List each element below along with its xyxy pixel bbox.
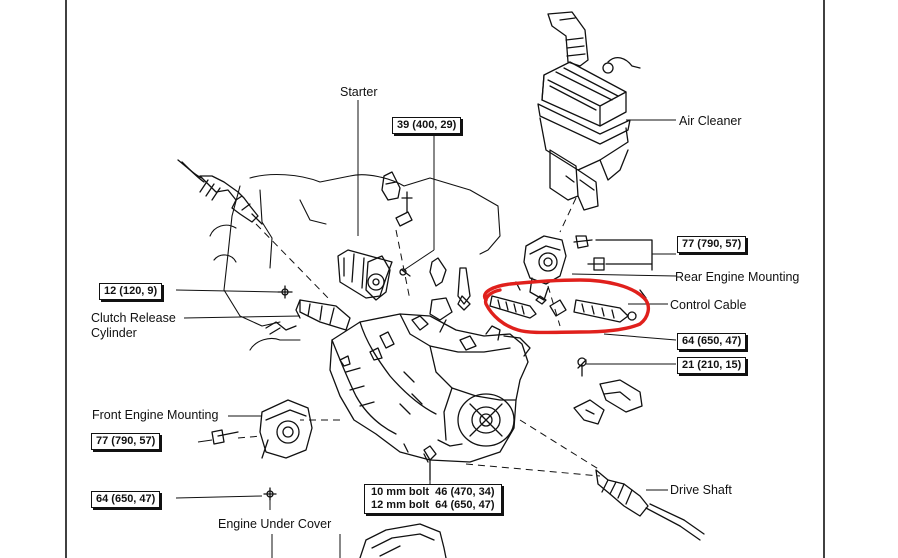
- front-engine-mounting-icon: [259, 399, 313, 459]
- transaxle-case-icon: [329, 297, 531, 463]
- starter-bolts-icon: [395, 191, 471, 311]
- front-mount-lower-torque-spec: 64 (650, 47): [91, 491, 161, 508]
- transaxle-bolt-torque-spec: 10 mm bolt 46 (470, 34) 12 mm bolt 64 (6…: [364, 484, 502, 514]
- control-cable-icon: [489, 281, 647, 323]
- drive-shaft-right-icon: [595, 469, 705, 541]
- clutch-release-label: Clutch Release: [91, 311, 176, 325]
- starter-label: Starter: [340, 85, 378, 99]
- drive-shaft-left-icon: [177, 159, 263, 225]
- air-cleaner-icon: [537, 11, 641, 211]
- clutch-release-label-2: Cylinder: [91, 326, 137, 340]
- drive-shaft-label: Drive Shaft: [670, 483, 732, 497]
- starter-icon: [337, 171, 401, 301]
- front-mount-torque-spec: 77 (790, 57): [91, 433, 161, 450]
- bracket-torque-spec: 21 (210, 15): [677, 357, 747, 374]
- engine-under-cover-label: Engine Under Cover: [218, 517, 332, 531]
- front-mount-bolts-icon: [211, 429, 437, 501]
- transaxle-10mm-bolt-spec: 10 mm bolt 46 (470, 34): [371, 486, 495, 498]
- clutch-release-cylinder-icon: [265, 285, 351, 335]
- starter-torque-spec: 39 (400, 29): [392, 117, 462, 134]
- rear-engine-mounting-icon: [523, 235, 567, 301]
- clutch-cylinder-torque-spec: 12 (120, 9): [99, 283, 163, 300]
- air-cleaner-label: Air Cleaner: [679, 114, 742, 128]
- rear-engine-mounting-label: Rear Engine Mounting: [675, 270, 800, 284]
- control-cable-label: Control Cable: [670, 298, 747, 312]
- transaxle-12mm-bolt-spec: 12 mm bolt 64 (650, 47): [371, 499, 495, 511]
- leader-lines: [175, 100, 677, 558]
- front-engine-mounting-label: Front Engine Mounting: [92, 408, 219, 422]
- control-cable-highlight: [482, 278, 651, 335]
- engine-under-cover-icon: [359, 523, 447, 558]
- engine-block-outline: [209, 174, 501, 351]
- rear-mount-torque-spec: 77 (790, 57): [677, 236, 747, 253]
- assembly-axes: [237, 197, 601, 477]
- bracket-icon: [573, 357, 643, 425]
- rear-mount-bolts-icon: [573, 235, 653, 271]
- control-cable-torque-spec: 64 (650, 47): [677, 333, 747, 350]
